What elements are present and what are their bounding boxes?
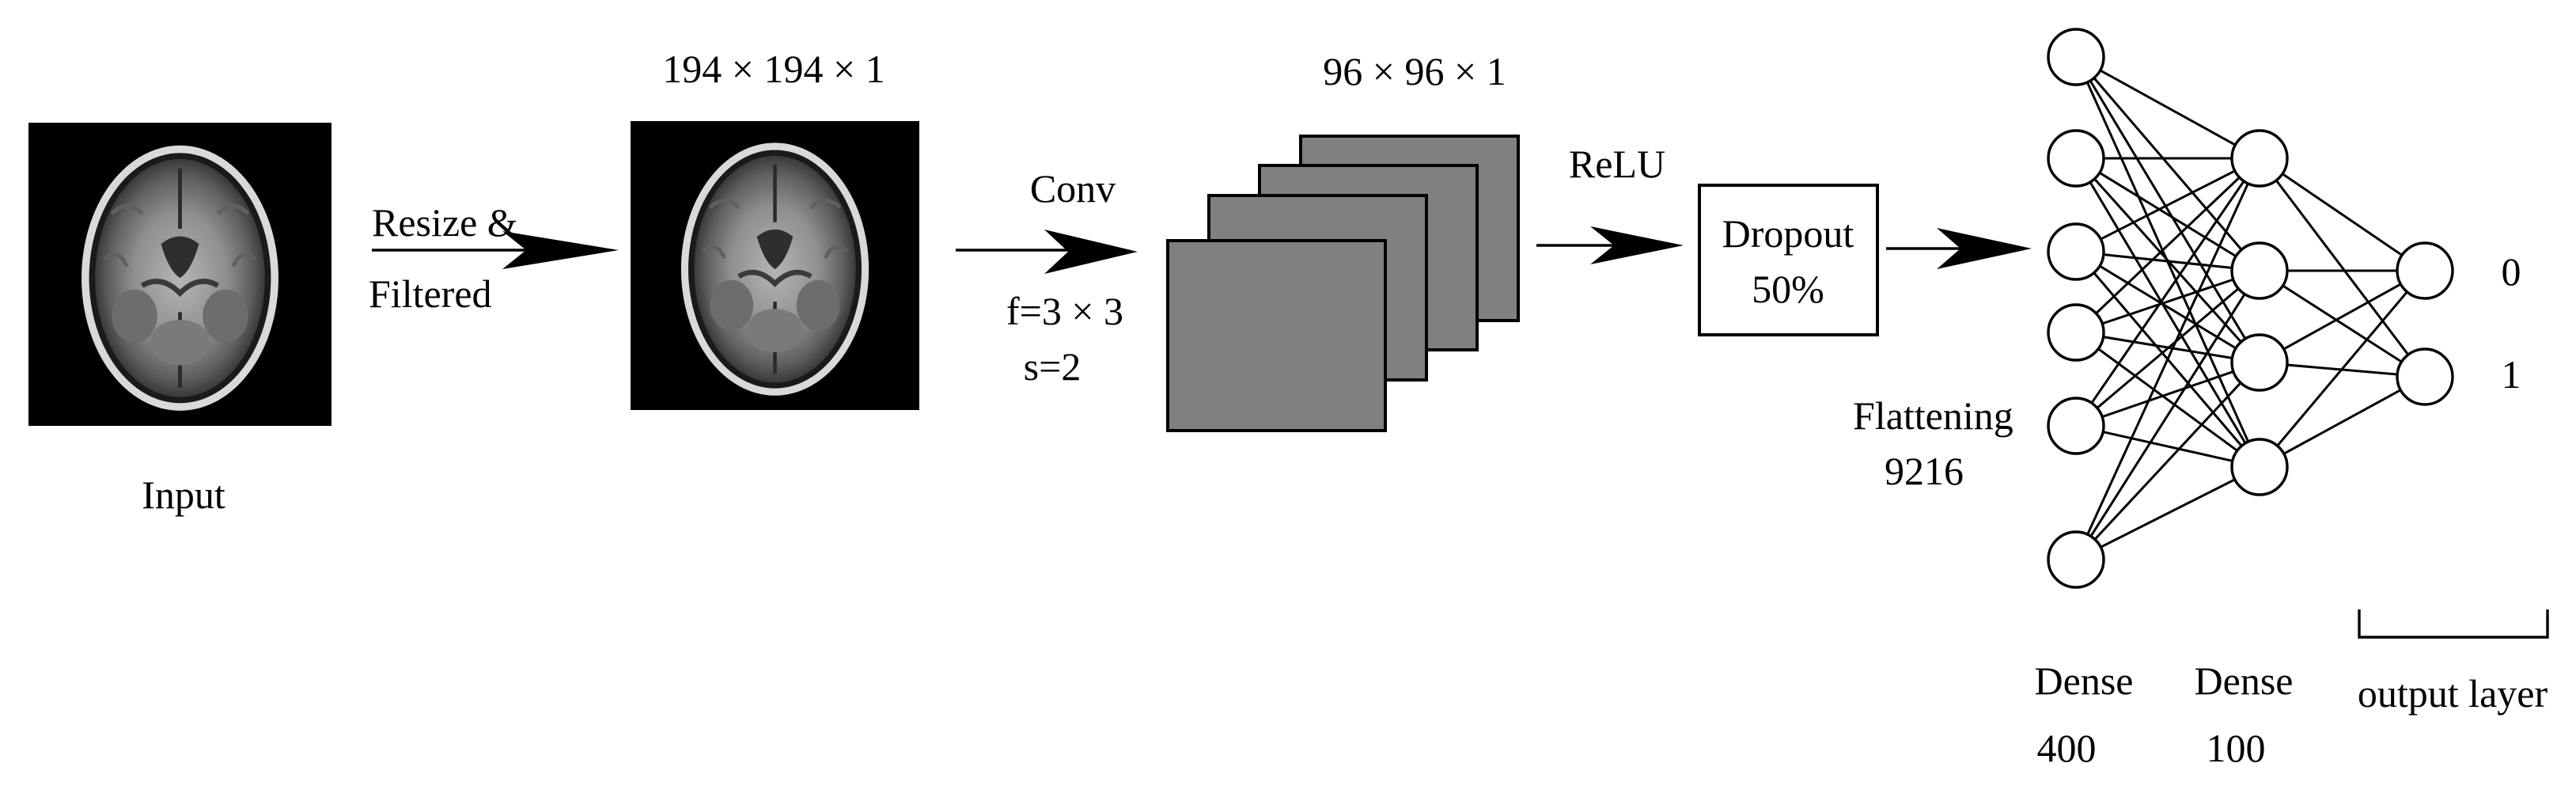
network-connections <box>2074 55 2426 561</box>
dense-400-label-line2: 400 <box>2037 726 2097 770</box>
output-node-2 <box>2396 347 2454 406</box>
connection-line <box>2075 55 2260 160</box>
output-layer-bracket <box>2358 609 2549 639</box>
dense-100-node-3 <box>2230 333 2289 392</box>
output-layer-label: output layer <box>2358 671 2548 716</box>
conv-stride-label: s=2 <box>1024 344 1082 389</box>
conv-filter-label: f=3 × 3 <box>1006 289 1123 333</box>
connection-line <box>2259 269 2426 364</box>
dense-400-label-line1: Dense <box>2035 659 2134 703</box>
dense-400-node-4 <box>2047 303 2105 362</box>
connection-line <box>2075 269 2260 334</box>
feature-dims-label: 96 × 96 × 1 <box>1323 49 1506 93</box>
connection-line <box>2074 361 2261 561</box>
connection-line <box>2258 158 2426 378</box>
input-mri-image <box>28 123 331 426</box>
flatten-arrow-head <box>1937 228 2032 269</box>
connection-line <box>2074 270 2261 560</box>
dense-100-node-2 <box>2230 241 2289 300</box>
connection-line <box>2075 250 2260 364</box>
connection-line <box>2075 465 2260 561</box>
dropout-label-line2: 50% <box>1752 267 1824 311</box>
relu-label: ReLU <box>1569 142 1665 186</box>
dense-400-node-2 <box>2047 129 2105 188</box>
dense-100-node-1 <box>2230 129 2289 188</box>
connection-line <box>2074 157 2261 334</box>
dropout-label-line1: Dropout <box>1722 211 1854 256</box>
output-node-1 <box>2396 241 2454 300</box>
connection-line <box>2075 157 2260 253</box>
connection-line <box>2259 269 2426 378</box>
connection-line <box>2075 424 2260 469</box>
resized-mri-image <box>631 121 919 410</box>
connection-line <box>2258 270 2426 468</box>
dense-400-node-6 <box>2047 530 2105 589</box>
dense-100-label-line1: Dense <box>2195 659 2294 703</box>
connection-line <box>2259 375 2426 469</box>
resize-arrow-head <box>502 231 619 269</box>
feature-map-1 <box>1166 239 1387 432</box>
relu-arrow-head <box>1590 226 1684 264</box>
flatten-label-line1: Flattening <box>1853 393 2013 438</box>
connection-line <box>2075 361 2260 427</box>
connection-line <box>2075 269 2260 427</box>
flatten-label-line2: 9216 <box>1885 449 1964 493</box>
connection-line <box>2075 157 2260 272</box>
conv-arrow-head <box>1044 230 1138 274</box>
connection-line <box>2074 158 2261 560</box>
network-nodes <box>2047 28 2454 589</box>
connection-line <box>2074 56 2261 271</box>
connection-line <box>2075 331 2260 469</box>
connection-line <box>2259 157 2426 272</box>
connection-line <box>2074 158 2261 468</box>
dense-100-label-line2: 100 <box>2207 726 2266 770</box>
dense-100-node-4 <box>2230 438 2289 496</box>
conv-label: Conv <box>1030 166 1116 211</box>
input-label: Input <box>142 473 225 517</box>
output-class-0-label: 0 <box>2502 249 2521 294</box>
dense-400-node-5 <box>2047 397 2105 455</box>
connection-line <box>2075 250 2260 272</box>
dropout-box <box>1698 184 1879 336</box>
dense-400-node-3 <box>2047 222 2105 281</box>
connection-line <box>2074 56 2261 363</box>
resize-label-line1: Resize & <box>372 200 518 245</box>
dense-400-node-1 <box>2047 28 2105 86</box>
resized-dims-label: 194 × 194 × 1 <box>662 47 885 91</box>
resize-label-line2: Filtered <box>369 271 492 316</box>
connection-line <box>2074 158 2261 427</box>
output-class-1-label: 1 <box>2502 352 2521 397</box>
